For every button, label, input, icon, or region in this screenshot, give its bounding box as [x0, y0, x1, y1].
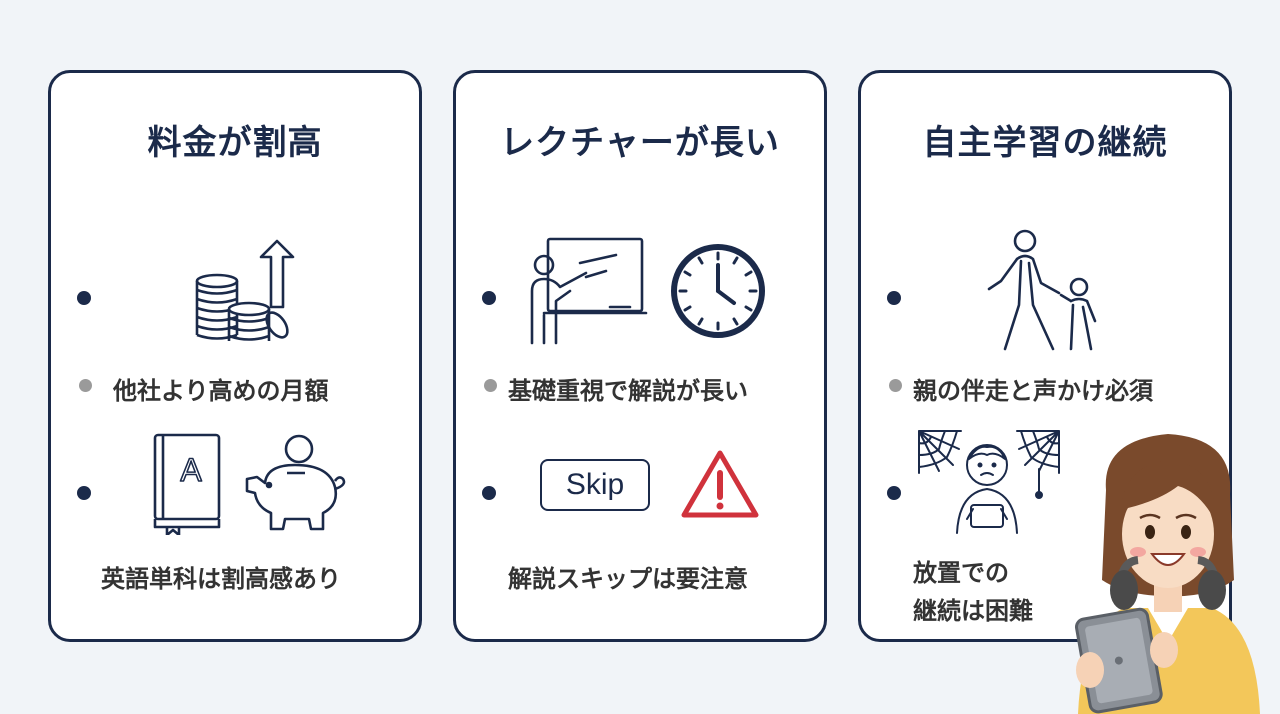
teacher-whiteboard-icon [530, 237, 648, 345]
svg-text:A: A [180, 452, 202, 488]
parent-child-walking-icon [987, 229, 1097, 351]
bullet [77, 486, 91, 500]
point-neglect-line2: 継続は困難 [913, 597, 1033, 625]
piggy-bank-icon [245, 434, 346, 531]
point-parent-support: 親の伴走と声かけ必須 [913, 377, 1153, 405]
point-neglect-line1: 放置での [913, 559, 1009, 587]
skip-button-icon: Skip [540, 459, 650, 511]
card-title: レクチャーが長い [500, 123, 780, 163]
bullet [887, 291, 901, 305]
clock-icon [671, 244, 765, 338]
point-skip-caution: 解説スキップは要注意 [508, 565, 748, 593]
card-title: 自主学習の継続 [922, 123, 1168, 163]
bullet [887, 486, 901, 500]
bullet [482, 291, 496, 305]
sub-bullet [889, 379, 902, 392]
point-monthly-fee: 他社より高めの月額 [113, 377, 329, 405]
card-long-lectures: レクチャーが長い 基礎重視で解説が長い Skip 解説スキップは要注意 [453, 70, 827, 642]
card-title: 料金が割高 [147, 123, 323, 163]
point-basics-long: 基礎重視で解説が長い [508, 377, 748, 405]
coins-stack-arrow-up-icon [195, 239, 295, 341]
book-letter-a-icon: A [153, 433, 221, 535]
sub-bullet [484, 379, 497, 392]
bullet [77, 291, 91, 305]
sub-bullet [79, 379, 92, 392]
child-tablet-cobweb-icon [918, 430, 1060, 534]
warning-icon [681, 450, 759, 518]
woman-with-tablet-illustration [1074, 434, 1260, 714]
point-english-course: 英語単科は割高感あり [101, 565, 341, 593]
card-expensive-fee: 料金が割高 他社より高めの月額 A 英語単科は割高感あり [48, 70, 422, 642]
bullet [482, 486, 496, 500]
